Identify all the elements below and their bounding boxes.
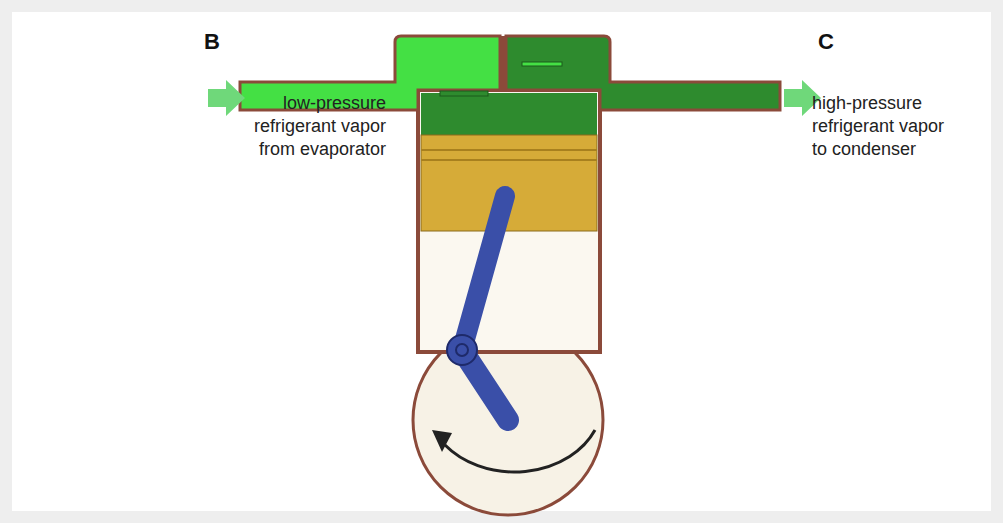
crank-pin [447, 335, 477, 365]
discharge-line [506, 36, 780, 110]
piston-ring [421, 159, 597, 161]
port-letter: B [204, 30, 244, 53]
port-letter: C [818, 30, 858, 53]
rotation-arrowhead [432, 430, 452, 452]
port-description: high-pressure refrigerant vapor to conde… [812, 92, 960, 161]
port-description: low-pressure refrigerant vapor from evap… [238, 92, 386, 161]
cylinder [418, 90, 600, 352]
suction-valve [440, 91, 488, 96]
valve-divider [501, 36, 505, 92]
crank-pin [456, 344, 468, 356]
connecting-rod [462, 196, 505, 350]
piston-ring [421, 149, 597, 151]
flow-arrow [208, 80, 245, 116]
discharge-valve [522, 62, 562, 66]
compressed-vapor [421, 93, 597, 135]
rotation-arrow [445, 430, 595, 472]
